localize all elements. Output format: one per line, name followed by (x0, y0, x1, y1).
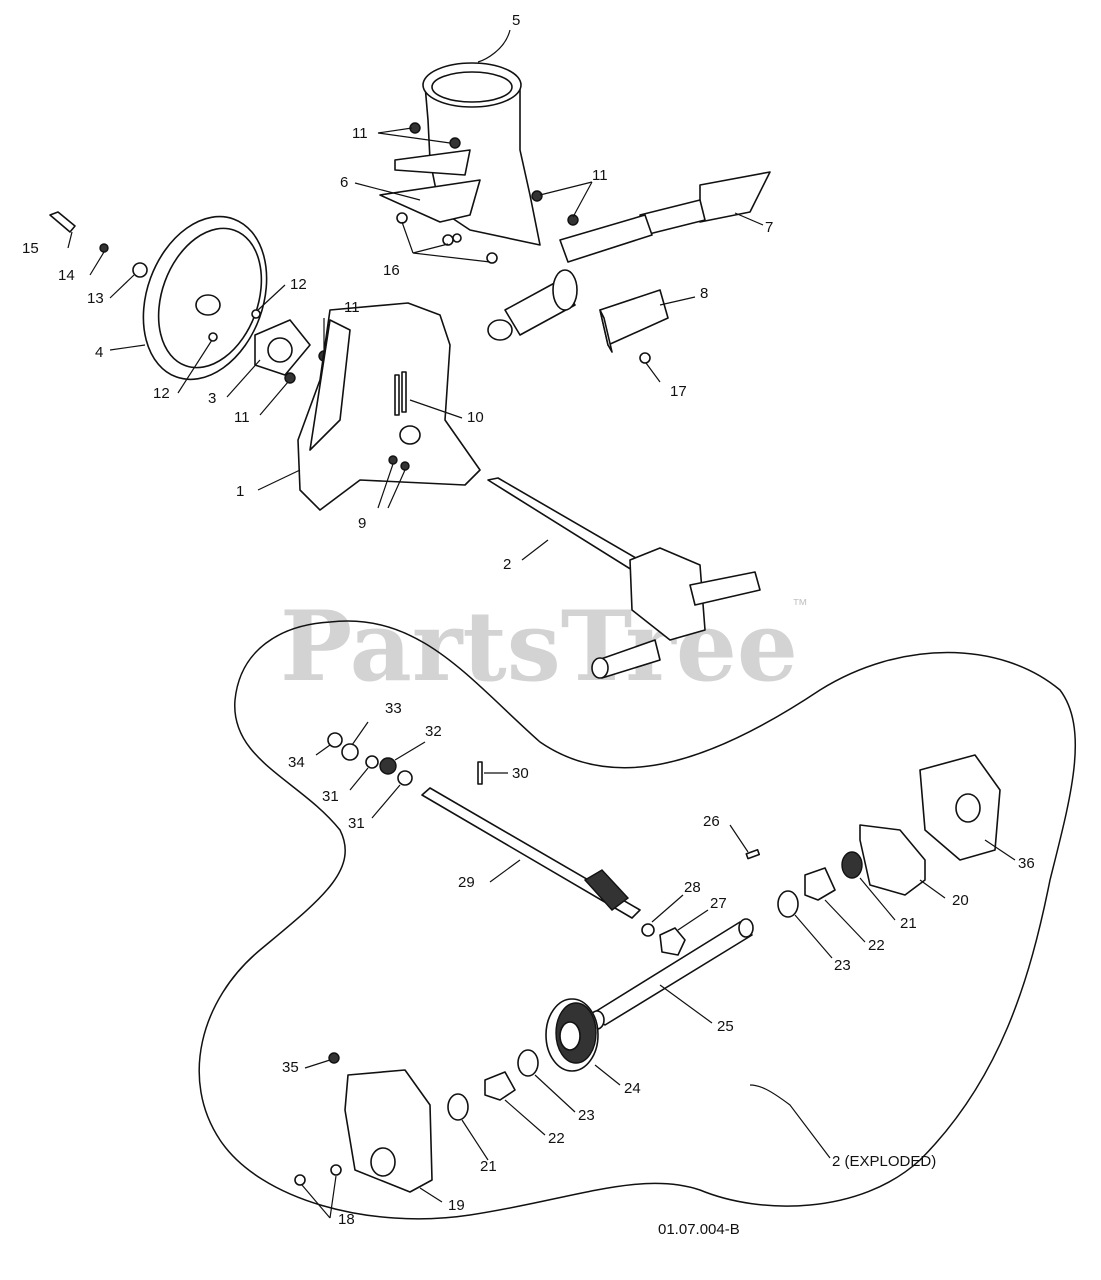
callout-11d: 11 (344, 299, 360, 316)
crank-bracket[interactable] (599, 289, 669, 353)
callout-2-exploded: 2 (EXPLODED) (832, 1153, 936, 1170)
callout-8: 8 (700, 285, 708, 302)
callout-14: 14 (58, 267, 75, 284)
callout-28: 28 (684, 879, 701, 896)
callout-24: 24 (624, 1080, 641, 1097)
nut-11e-shape (284, 372, 296, 384)
callout-21a: 21 (480, 1158, 497, 1175)
callout-29: 29 (458, 874, 475, 891)
bushing-27-shape (659, 927, 686, 956)
callout-21b: 21 (900, 915, 917, 932)
gearbox-assembly[interactable] (487, 477, 761, 679)
callout-6: 6 (340, 174, 348, 191)
washer-28-shape (641, 923, 655, 937)
washer-23b-shape (777, 890, 799, 918)
callout-22b: 22 (868, 937, 885, 954)
callout-36: 36 (1018, 855, 1035, 872)
washer-31a-shape (365, 755, 379, 769)
worm-shaft-29[interactable] (421, 787, 641, 919)
seal-32-shape (379, 757, 397, 775)
callout-12a: 12 (290, 276, 307, 293)
chute-crank[interactable] (487, 171, 771, 341)
callout-23a: 23 (578, 1107, 595, 1124)
washer-34-shape (327, 732, 343, 748)
callout-31a: 31 (322, 788, 339, 805)
callout-17: 17 (670, 383, 687, 400)
callout-33: 33 (385, 700, 402, 717)
bearing-flange[interactable] (254, 319, 311, 376)
gearbox-half-36[interactable] (919, 754, 1001, 861)
callout-4: 4 (95, 344, 103, 361)
washer-31b-shape (397, 770, 413, 786)
screw-18a-shape (294, 1174, 306, 1186)
watermark: PartsTree (280, 590, 798, 703)
callout-26: 26 (703, 813, 720, 830)
key-26-shape (745, 848, 761, 860)
auger-housing[interactable] (297, 302, 481, 511)
callout-16: 16 (383, 262, 400, 279)
bolts-10 (394, 371, 407, 416)
callout-22a: 22 (548, 1130, 565, 1147)
bushing-33-shape (341, 743, 359, 761)
gasket-20[interactable] (859, 824, 926, 896)
bolt-12b-shape (208, 332, 218, 342)
callout-27: 27 (710, 895, 727, 912)
screw-17-shape (639, 352, 651, 364)
callout-9: 9 (358, 515, 366, 532)
callout-18: 18 (338, 1211, 355, 1228)
callout-34: 34 (288, 754, 305, 771)
callout-5: 5 (512, 12, 520, 29)
callout-19: 19 (448, 1197, 465, 1214)
pin-30-shape (477, 761, 483, 785)
callout-2: 2 (503, 556, 511, 573)
bushing-22a-shape (484, 1071, 516, 1101)
drawing-reference: 01.07.004-B (658, 1221, 740, 1238)
washer-13-shape (132, 262, 148, 278)
callout-15: 15 (22, 240, 39, 257)
callout-30: 30 (512, 765, 529, 782)
chute[interactable] (379, 62, 541, 246)
callout-11c: 11 (234, 409, 250, 426)
callout-7: 7 (765, 219, 773, 236)
callout-11b: 11 (592, 167, 608, 184)
callout-20: 20 (952, 892, 969, 909)
callout-32: 32 (425, 723, 442, 740)
nut-11d-shape (567, 214, 579, 226)
seal-21b-shape (841, 851, 863, 879)
leader-lines (67, 29, 1016, 1219)
callout-labels: 5 11 11 6 7 15 14 13 12 4 12 3 11 11 16 … (22, 12, 1035, 1228)
callout-12b: 12 (153, 385, 170, 402)
exploded-view-outline (198, 620, 1076, 1220)
callout-11a: 11 (352, 125, 368, 142)
bushing-22b-shape (804, 867, 836, 901)
screw-18b-shape (330, 1164, 342, 1176)
nut-11c-shape (531, 190, 543, 202)
nut-11b-shape (449, 137, 461, 149)
washer-23a-shape (517, 1049, 539, 1077)
gearbox-half-19[interactable] (344, 1069, 433, 1193)
callout-23b: 23 (834, 957, 851, 974)
callout-31b: 31 (348, 815, 365, 832)
fitting-35-shape (328, 1052, 340, 1064)
bolt-12a-shape (251, 309, 261, 319)
seal-21a-shape (447, 1093, 469, 1121)
callout-25: 25 (717, 1018, 734, 1035)
worm-gear-24[interactable] (545, 998, 599, 1072)
nuts-9 (388, 455, 410, 471)
callout-3: 3 (208, 390, 216, 407)
callout-35: 35 (282, 1059, 299, 1076)
callout-10: 10 (467, 409, 484, 426)
callout-1: 1 (236, 483, 244, 500)
lockwasher-14-shape (99, 243, 109, 253)
bolt-15-shape (49, 211, 76, 233)
watermark-trademark: ™ (792, 597, 808, 614)
callout-13: 13 (87, 290, 104, 307)
